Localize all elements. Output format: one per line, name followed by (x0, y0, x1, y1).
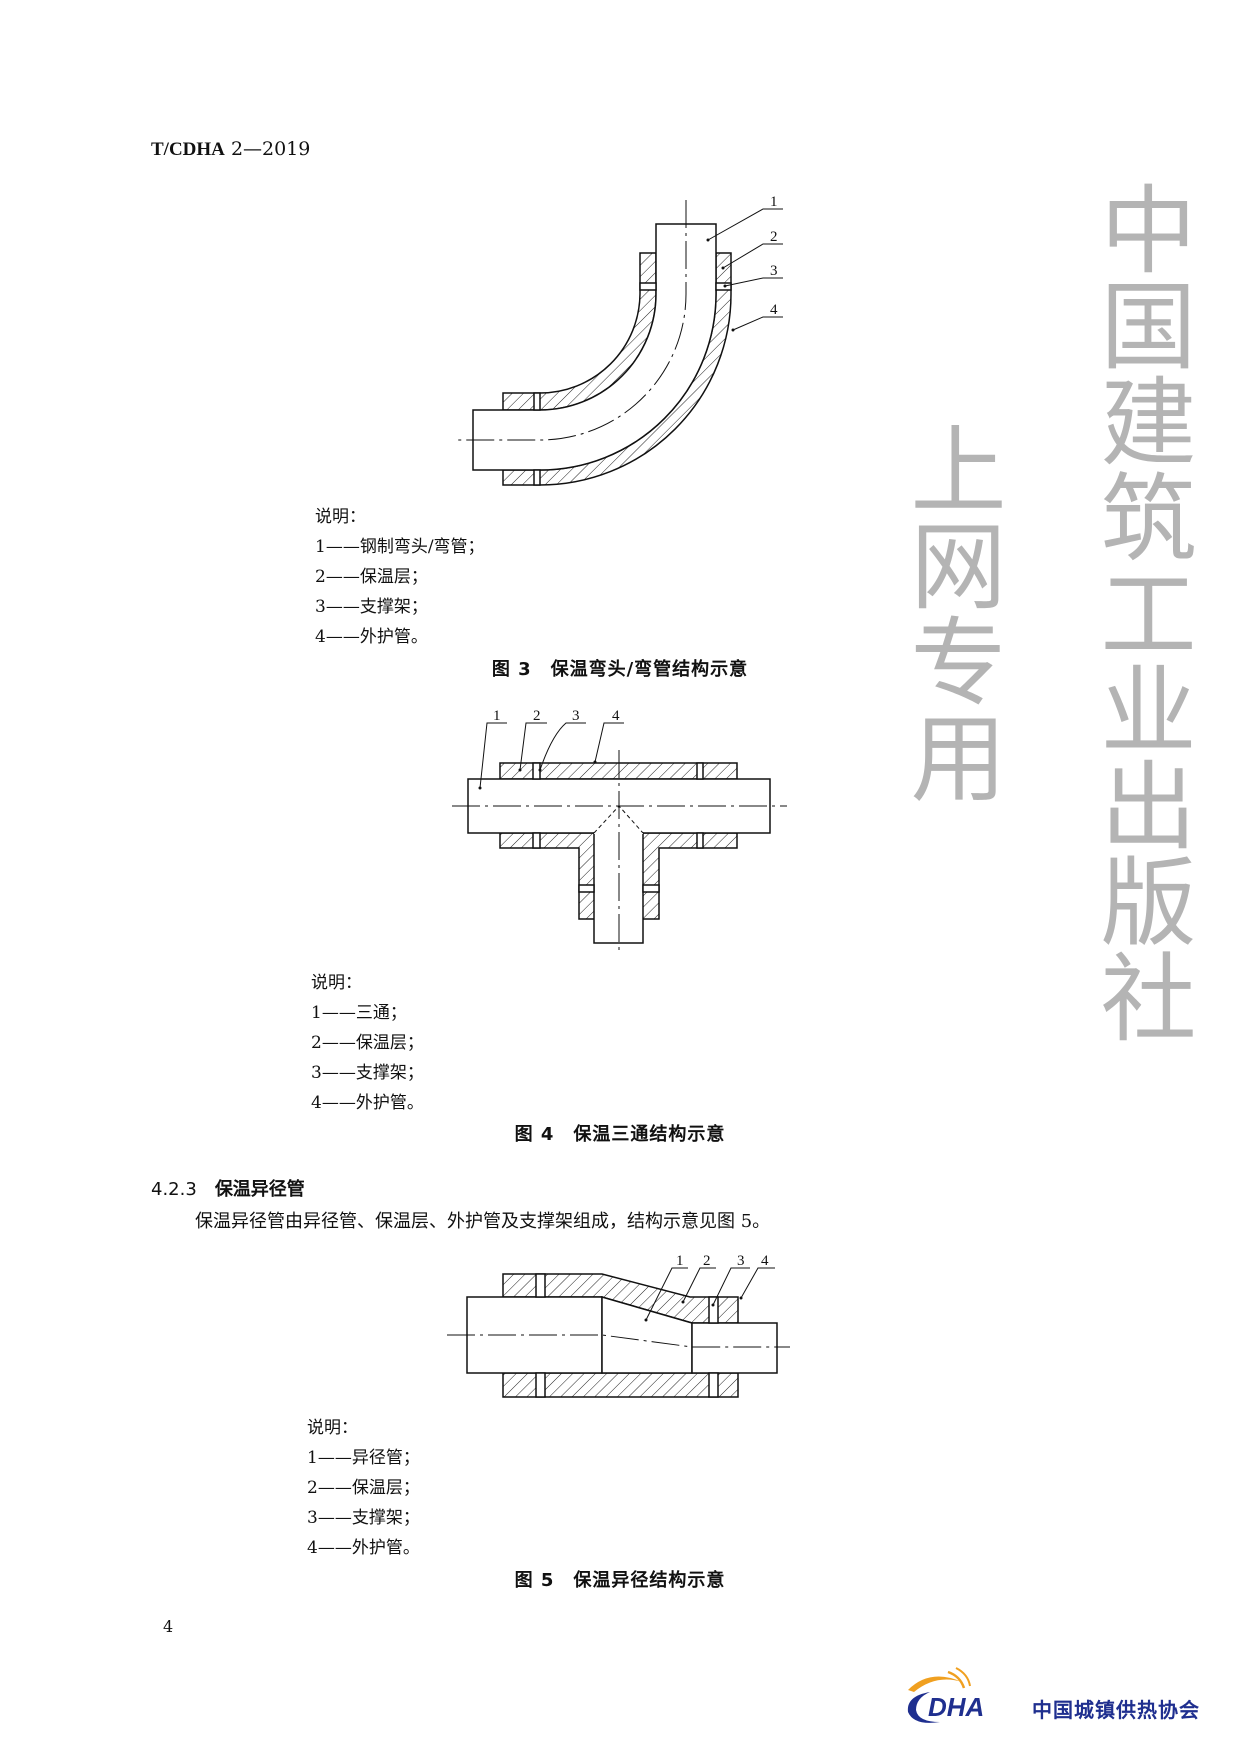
legend-item: 4——外护管。 (311, 1093, 424, 1113)
fig3-label-2: 2 (770, 229, 778, 245)
figure3-elbow-drawing (455, 200, 783, 486)
legend-item: 1——钢制弯头/弯管； (315, 537, 485, 557)
legend-item: 1——三通； (311, 1003, 407, 1023)
fig3-label-1: 1 (770, 194, 778, 210)
legend-item: 4——外护管。 (315, 627, 428, 647)
legend-title: 说明： (311, 973, 362, 993)
figure5-legend: 说明： 1——异径管； 2——保温层； 3——支撑架； 4——外护管。 (307, 1413, 420, 1563)
standard-number: 2—2019 (230, 138, 311, 160)
figure3-legend: 说明： 1——钢制弯头/弯管； 2——保温层； 3——支撑架； 4——外护管。 (315, 502, 485, 652)
legend-item: 2——保温层； (311, 1033, 424, 1053)
logo-org-name: 中国城镇供热协会 (1032, 1698, 1200, 1722)
steel-elbow (472, 223, 717, 471)
legend-item: 4——外护管。 (307, 1538, 420, 1558)
figure3-caption: 图 3 保温弯头/弯管结构示意 (491, 659, 749, 680)
logo-mark-text: DHA (928, 1692, 984, 1722)
figure4-caption: 图 4 保温三通结构示意 (514, 1124, 726, 1145)
section-heading: 4.2.3 保温异径管 (151, 1175, 305, 1201)
legend-item: 2——保温层； (315, 567, 428, 587)
section-paragraph: 保温异径管由异径管、保温层、外护管及支撑架组成，结构示意见图 5。 (195, 1211, 771, 1232)
fig4-label-1: 1 (493, 708, 501, 724)
figure4-legend: 说明： 1——三通； 2——保温层； 3——支撑架； 4——外护管。 (311, 968, 424, 1118)
page-number: 4 (163, 1617, 174, 1636)
legend-item: 3——支撑架； (315, 597, 428, 617)
section-number: 4.2.3 (151, 1179, 197, 1200)
fig4-label-4: 4 (612, 708, 620, 724)
legend-item: 3——支撑架； (311, 1063, 424, 1083)
fig5-label-2: 2 (703, 1253, 711, 1269)
fig4-label-2: 2 (533, 708, 541, 724)
legend-title: 说明： (315, 507, 366, 527)
fig3-label-4: 4 (770, 302, 778, 318)
fig4-label-3: 3 (572, 708, 580, 724)
fig5-label-1: 1 (676, 1253, 684, 1269)
cdha-logo: DHA (900, 1660, 1020, 1730)
cdha-logo-mark: DHA (907, 1667, 984, 1723)
fig5-label-4: 4 (761, 1253, 769, 1269)
fig3-label-3: 3 (770, 263, 778, 279)
figure5-reducer-drawing (447, 1267, 790, 1398)
figure4-tee-drawing (452, 722, 787, 955)
legend-item: 1——异径管； (307, 1448, 420, 1468)
fig5-label-3: 3 (737, 1253, 745, 1269)
section-title: 保温异径管 (214, 1179, 305, 1200)
standard-prefix: T/CDHA (151, 139, 225, 160)
legend-item: 2——保温层； (307, 1478, 420, 1498)
standard-header: T/CDHA 2—2019 (151, 138, 310, 161)
figure5-caption: 图 5 保温异径结构示意 (514, 1570, 726, 1591)
legend-title: 说明： (307, 1418, 358, 1438)
legend-item: 3——支撑架； (307, 1508, 420, 1528)
